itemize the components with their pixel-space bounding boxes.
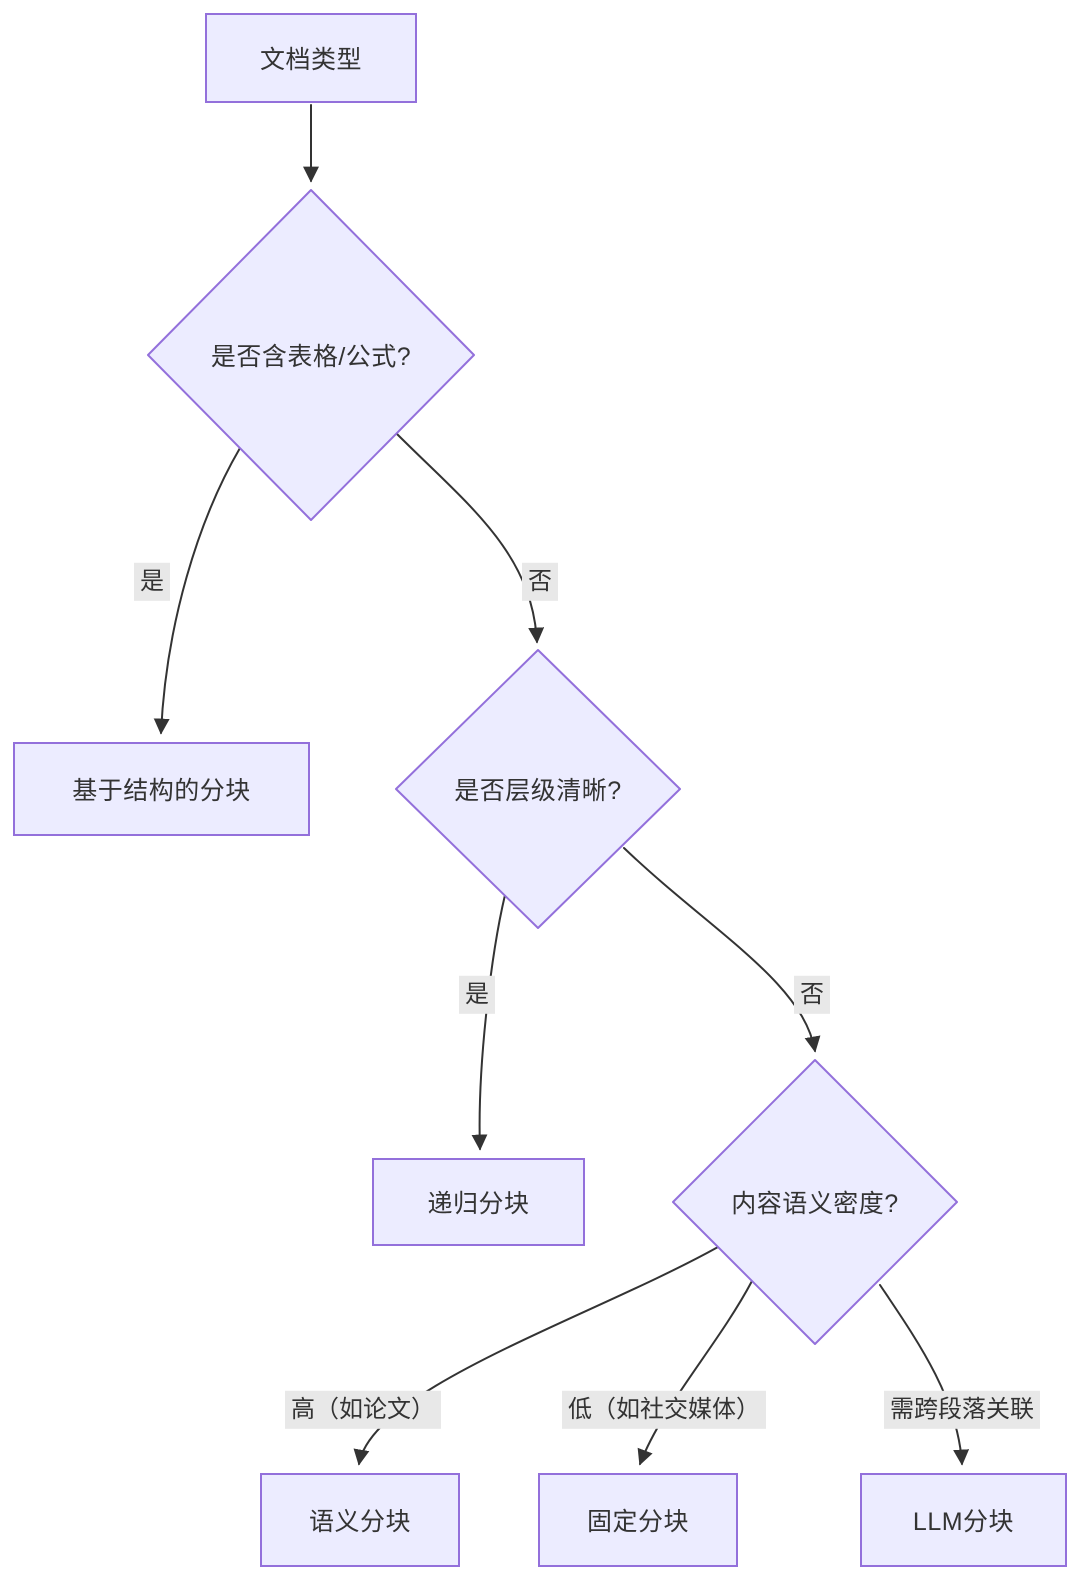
node-semantic-chunk: 语义分块 [260,1473,460,1567]
node-structure-chunk: 基于结构的分块 [13,742,310,836]
diamond-label-q-density: 内容语义密度? [731,1190,899,1218]
node-doc-type: 文档类型 [205,13,417,103]
edge-q-table-no-to-q-hierarchy [396,433,545,644]
edge-q-density-low-to-fixed-chunk [637,1280,753,1466]
edge-q-density-high-to-semantic-chunk [353,1246,719,1466]
edge-label-cross-paragraph: 需跨段落关联 [884,1390,1040,1430]
diamond-label-q-hierarchy: 是否层级清晰? [454,777,622,805]
edge-label-yes-1: 是 [134,562,170,602]
diamond-q-hierarchy [395,649,681,929]
edge-q-density-cross-to-llm-chunk [879,1284,970,1466]
edge-q-table-yes-to-structure-chunk [153,447,241,735]
edge-label-low-social-media: 低（如社交媒体） [562,1390,766,1430]
edge-label-high-papers: 高（如论文） [285,1390,441,1430]
diamond-label-q-table: 是否含表格/公式? [210,343,412,371]
diamond-q-density [672,1059,958,1345]
node-recursive-chunk: 递归分块 [372,1158,585,1246]
diamond-q-table [147,189,475,521]
edge-label-no-2: 否 [794,975,830,1015]
node-fixed-chunk: 固定分块 [538,1473,738,1567]
edge-q-hierarchy-yes-to-recursive-chunk [471,894,506,1151]
node-llm-chunk: LLM分块 [860,1473,1067,1567]
edge-label-no-1: 否 [522,562,558,602]
edge-q-hierarchy-no-to-q-density [623,847,821,1053]
edge-label-yes-2: 是 [459,975,495,1015]
